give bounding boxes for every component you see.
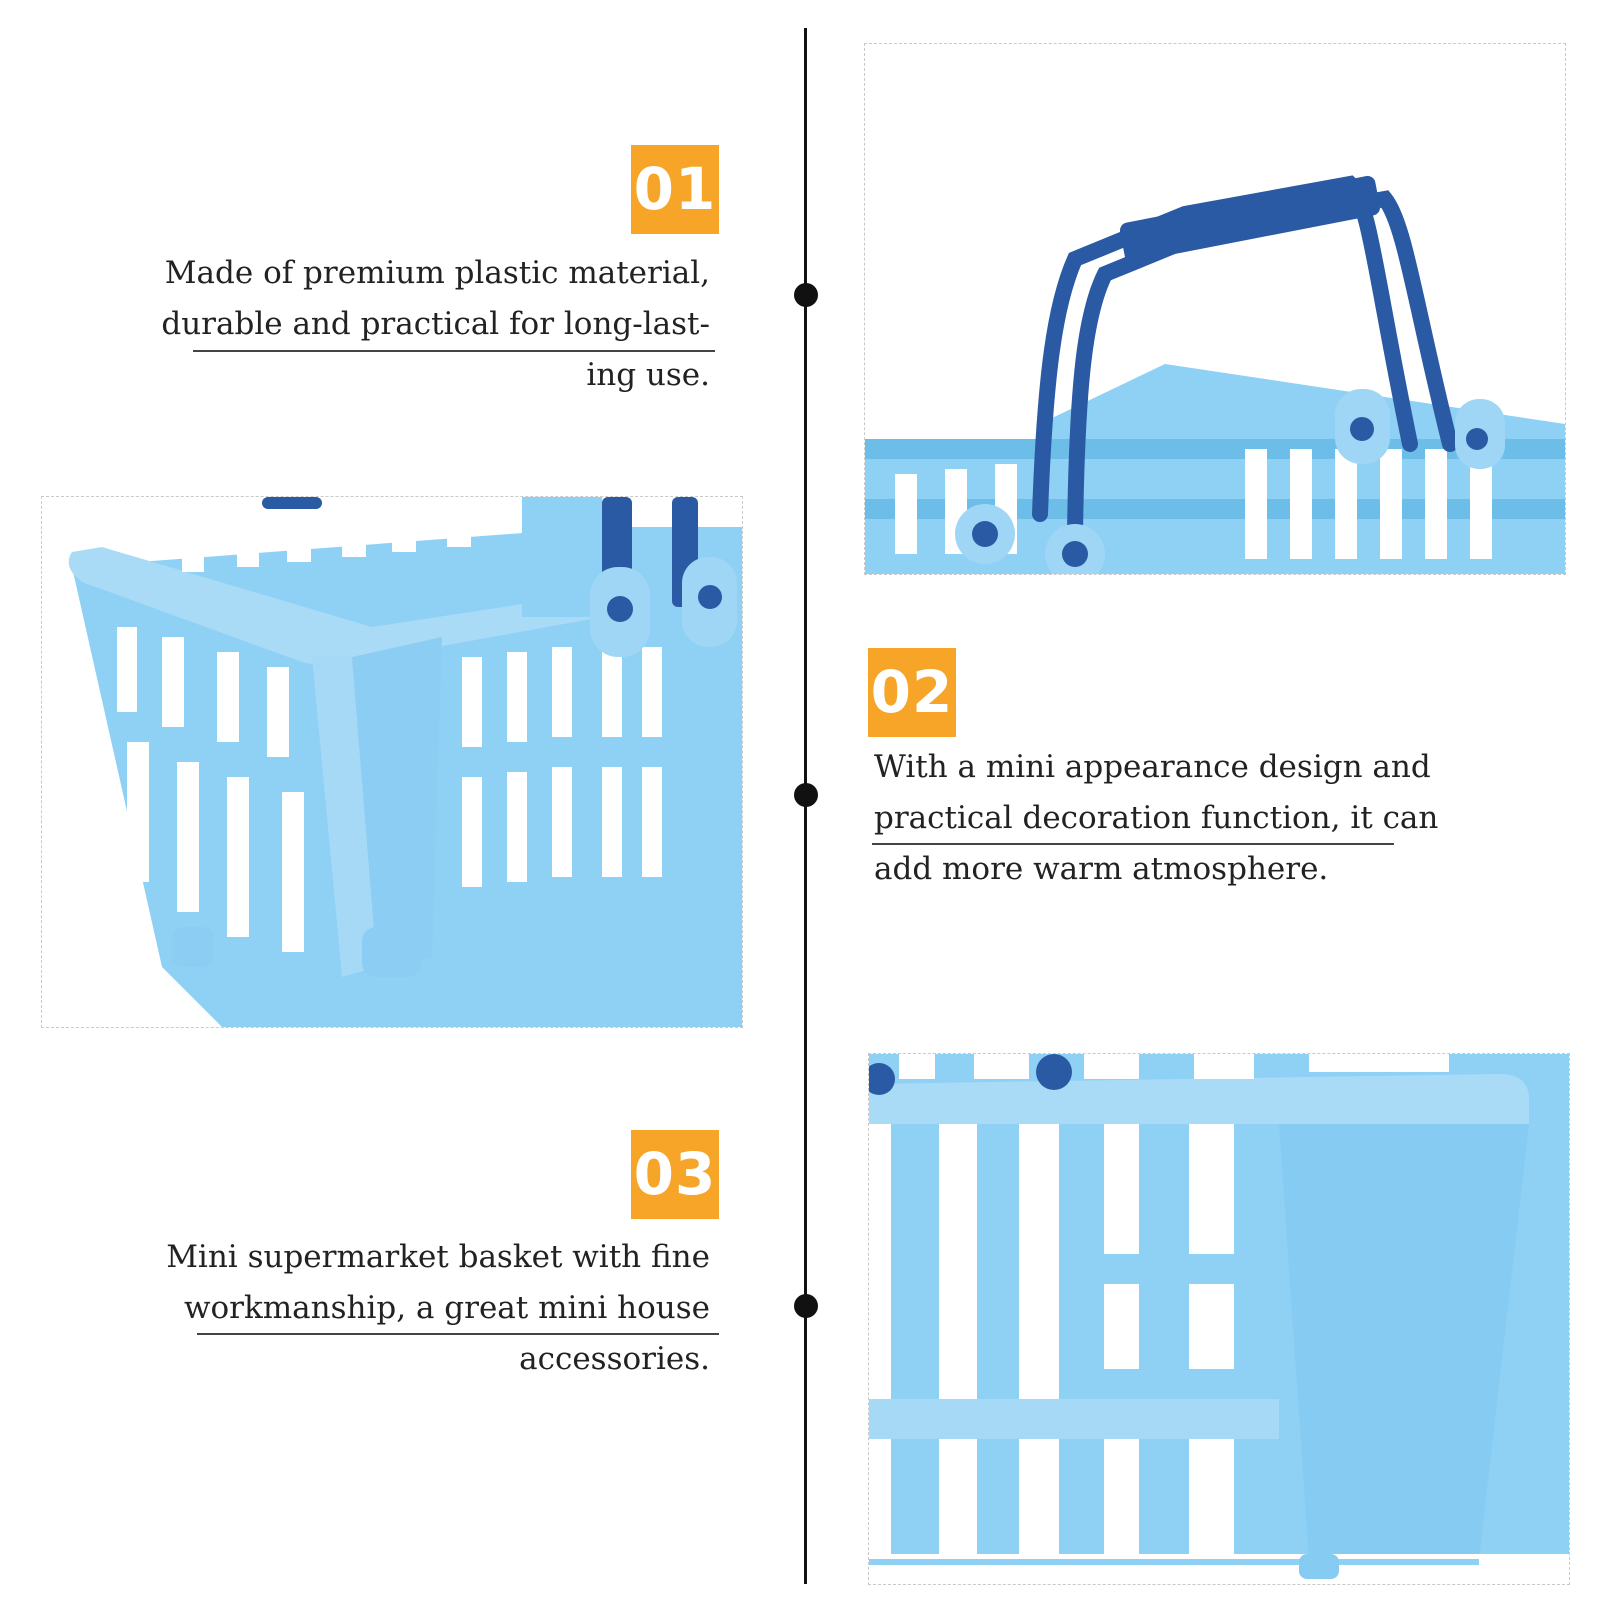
feature-description-line: accessories. <box>519 1341 710 1377</box>
description-underline <box>193 350 715 352</box>
feature-description: Mini supermarket basket with fine workma… <box>90 1232 710 1385</box>
description-underline <box>872 843 1394 845</box>
product-image-handle <box>864 43 1566 575</box>
product-image-basket-side <box>41 496 743 1028</box>
feature-number-badge: 02 <box>868 648 956 737</box>
basket-handle-illustration <box>865 175 1565 574</box>
feature-number-badge: 03 <box>631 1130 719 1219</box>
timeline-dot-2 <box>794 783 818 807</box>
basket-front-illustration <box>869 1054 1569 1584</box>
feature-description-line: Made of premium plastic material, <box>164 255 710 291</box>
feature-description-line: practical decoration function, it can <box>874 800 1439 836</box>
timeline-dot-1 <box>794 283 818 307</box>
feature-number-badge: 01 <box>631 145 719 234</box>
feature-description-line: With a mini appearance design and <box>874 749 1431 785</box>
feature-description-line: durable and practical for long-last- <box>161 306 710 342</box>
timeline-dot-3 <box>794 1294 818 1318</box>
description-underline <box>197 1333 719 1335</box>
feature-description-line: workmanship, a great mini house <box>183 1290 710 1326</box>
feature-description: With a mini appearance design and practi… <box>874 742 1514 895</box>
product-image-basket-front <box>868 1053 1570 1585</box>
feature-description: Made of premium plastic material, durabl… <box>90 248 710 401</box>
feature-description-line: add more warm atmosphere. <box>874 851 1329 887</box>
feature-description-line: ing use. <box>586 357 710 393</box>
feature-description-line: Mini supermarket basket with fine <box>166 1239 710 1275</box>
basket-side-illustration <box>68 497 742 1027</box>
